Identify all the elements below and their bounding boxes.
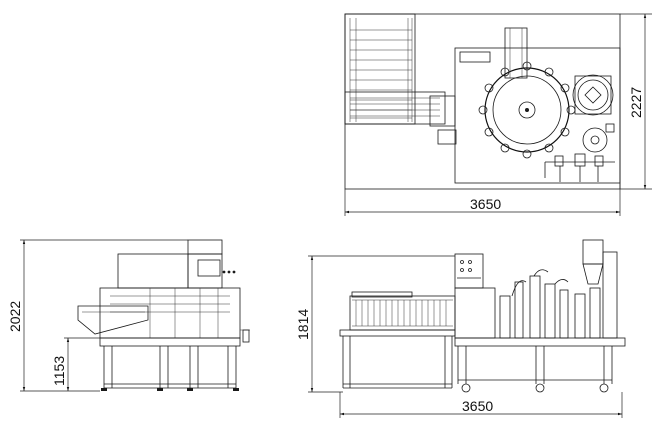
- side-height-dimension: 2022: [7, 239, 188, 392]
- top-depth-label: 2227: [628, 87, 644, 118]
- top-width-label: 3650: [470, 196, 501, 212]
- front-height-dimension: 1814: [295, 255, 455, 393]
- front-view: [339, 239, 626, 393]
- top-view: [344, 13, 621, 190]
- front-width-label: 3650: [462, 398, 493, 414]
- side-table-height-label: 1153: [51, 356, 67, 386]
- side-table-height-dimension: 1153: [51, 337, 100, 391]
- side-view: [77, 239, 250, 391]
- top-depth-dimension: 2227: [620, 13, 652, 190]
- top-width-dimension: 3650: [344, 183, 621, 216]
- side-height-label: 2022: [7, 301, 23, 332]
- front-width-dimension: 3650: [339, 392, 623, 418]
- front-height-label: 1814: [295, 309, 311, 340]
